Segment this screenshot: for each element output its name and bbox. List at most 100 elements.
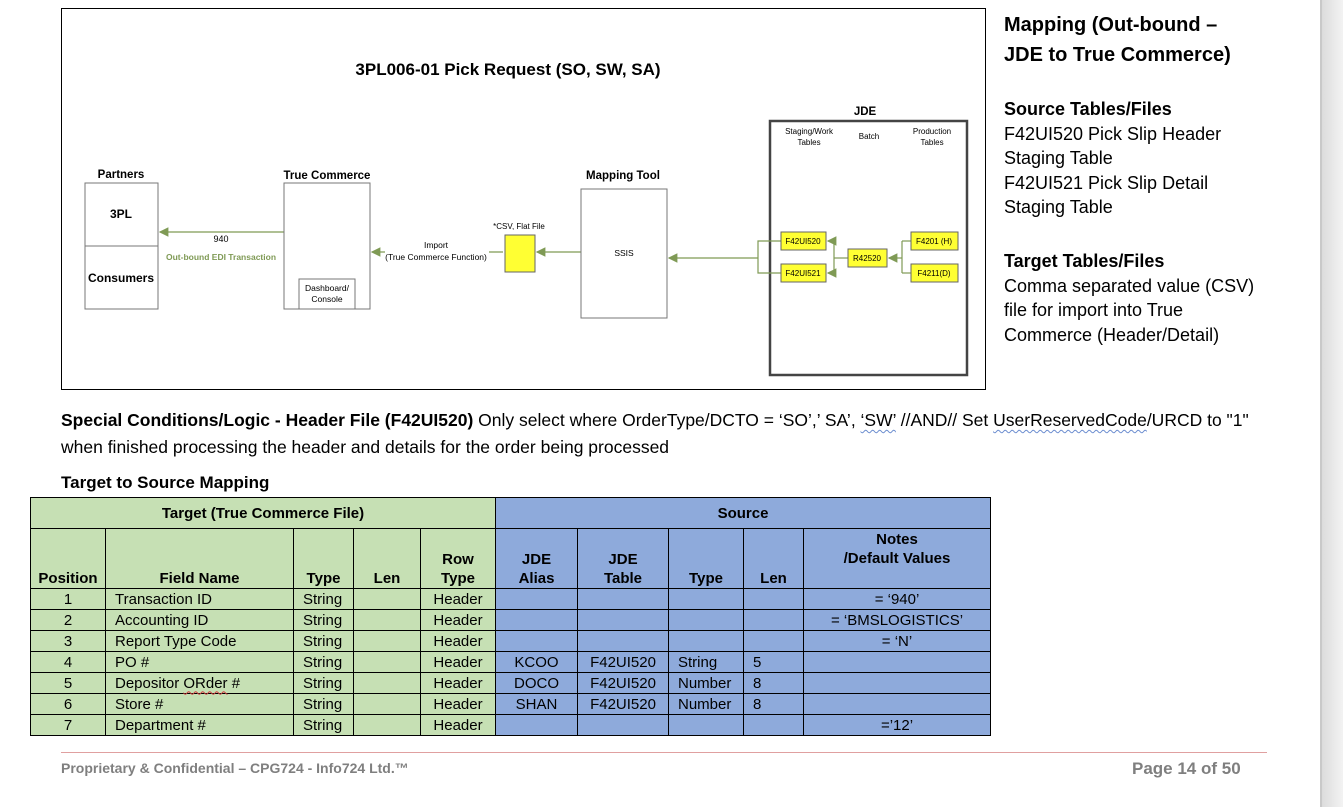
cell-table: F42UI520	[577, 672, 669, 694]
cell-type: String	[293, 672, 354, 694]
special-urc: UserReservedCode	[993, 410, 1147, 430]
special-text-a: Only select where OrderType/DCTO = ‘SO’,…	[473, 410, 861, 430]
footer-page-number: Page 14 of 50	[1132, 759, 1241, 778]
partner-consumers: Consumers	[88, 271, 154, 285]
cell-slen	[743, 714, 804, 736]
cell-row-type: Header	[420, 630, 496, 652]
cell-pos: 6	[30, 693, 106, 715]
col-position: Position	[30, 528, 106, 589]
cell-row-type: Header	[420, 672, 496, 694]
cell-stype: String	[668, 651, 744, 673]
cell-stype: Number	[668, 672, 744, 694]
col-field-name: Field Name	[105, 528, 294, 589]
jde-label: JDE	[854, 106, 877, 118]
production-label-l1: Production	[913, 127, 951, 136]
cell-stype	[668, 714, 744, 736]
col-src-len: Len	[743, 528, 804, 589]
group-source: Source	[495, 497, 991, 529]
cell-table: F42UI520	[577, 651, 669, 673]
mapping-table-title: Target to Source Mapping	[61, 473, 270, 492]
cell-slen	[743, 630, 804, 652]
r42520-box	[847, 248, 888, 268]
cell-row-type: Header	[420, 693, 496, 715]
flatfile-label: *CSV, Flat File	[493, 222, 545, 231]
staging-label-l1: Staging/Work	[785, 127, 834, 136]
cell-stype	[668, 609, 744, 631]
col-len: Len	[353, 528, 421, 589]
cell-row-type: Header	[420, 651, 496, 673]
tc-console-box	[298, 278, 356, 310]
mapping-heading: Mapping (Out-bound – JDE to True Commerc…	[1004, 10, 1304, 70]
footer-rule	[61, 752, 1267, 753]
cell-len	[353, 588, 421, 610]
cell-type: String	[293, 651, 354, 673]
tc-label: True Commerce	[284, 170, 371, 182]
source-line: F42UI520 Pick Slip Header	[1004, 123, 1222, 144]
target-heading: Target Tables/Files	[1004, 251, 1165, 271]
mapping-table: Target (True Commerce File) Source Posit…	[30, 497, 991, 736]
batch-label: Batch	[859, 132, 879, 141]
cell-alias	[495, 630, 578, 652]
cell-alias	[495, 609, 578, 631]
cell-stype	[668, 588, 744, 610]
cell-len	[353, 609, 421, 631]
cell-alias: SHAN	[495, 693, 578, 715]
target-line: Commerce (Header/Detail)	[1004, 324, 1220, 345]
target-line: Comma separated value (CSV)	[1004, 275, 1255, 296]
source-files: Source Tables/Files F42UI520 Pick Slip H…	[1004, 97, 1304, 220]
edi-code: 940	[213, 234, 228, 244]
cell-table: F42UI520	[577, 693, 669, 715]
cell-slen	[743, 609, 804, 631]
cell-field: Transaction ID	[105, 588, 294, 610]
f4201-label: F4201 (H)	[916, 237, 952, 246]
cell-field: Report Type Code	[105, 630, 294, 652]
source-line: Staging Table	[1004, 197, 1113, 218]
mapping-heading-l2: JDE to True Commerce)	[1004, 44, 1231, 66]
cell-slen	[743, 588, 804, 610]
cell-table	[577, 588, 669, 610]
source-heading: Source Tables/Files	[1004, 99, 1172, 119]
cell-slen: 8	[743, 693, 804, 715]
special-conditions: Special Conditions/Logic - Header File (…	[61, 407, 1291, 461]
target-line: file for import into True	[1004, 300, 1184, 321]
cell-type: String	[293, 630, 354, 652]
special-sw: ‘SW’	[860, 410, 896, 430]
f42ui520-box	[780, 231, 827, 251]
cell-row-type: Header	[420, 714, 496, 736]
f42ui521-box	[780, 263, 827, 283]
cell-type: String	[293, 714, 354, 736]
cell-table	[577, 630, 669, 652]
special-text-c: /URCD to "1" when finished processing th…	[61, 410, 1249, 457]
cell-alias	[495, 588, 578, 610]
edi-label: Out-bound EDI Transaction	[166, 252, 276, 262]
cell-alias: DOCO	[495, 672, 578, 694]
target-files: Target Tables/Files Comma separated valu…	[1004, 249, 1304, 347]
footer-confidential: Proprietary & Confidential – CPG724 - In…	[61, 760, 409, 776]
cell-alias: KCOO	[495, 651, 578, 673]
col-notes: Notes/Default Values	[803, 528, 991, 589]
cell-stype: Number	[668, 693, 744, 715]
ssis-label: SSIS	[614, 248, 634, 258]
cell-field: PO #	[105, 651, 294, 673]
cell-notes	[803, 651, 991, 673]
cell-pos: 5	[30, 672, 106, 694]
cell-stype	[668, 630, 744, 652]
cell-pos: 2	[30, 609, 106, 631]
cell-len	[353, 651, 421, 673]
partners-label: Partners	[98, 169, 145, 181]
cell-len	[353, 630, 421, 652]
mapping-tool-label: Mapping Tool	[586, 170, 660, 182]
cell-table	[577, 714, 669, 736]
cell-pos: 1	[30, 588, 106, 610]
f4201-box	[910, 231, 959, 251]
source-line: F42UI521 Pick Slip Detail	[1004, 172, 1209, 193]
col-type: Type	[293, 528, 354, 589]
